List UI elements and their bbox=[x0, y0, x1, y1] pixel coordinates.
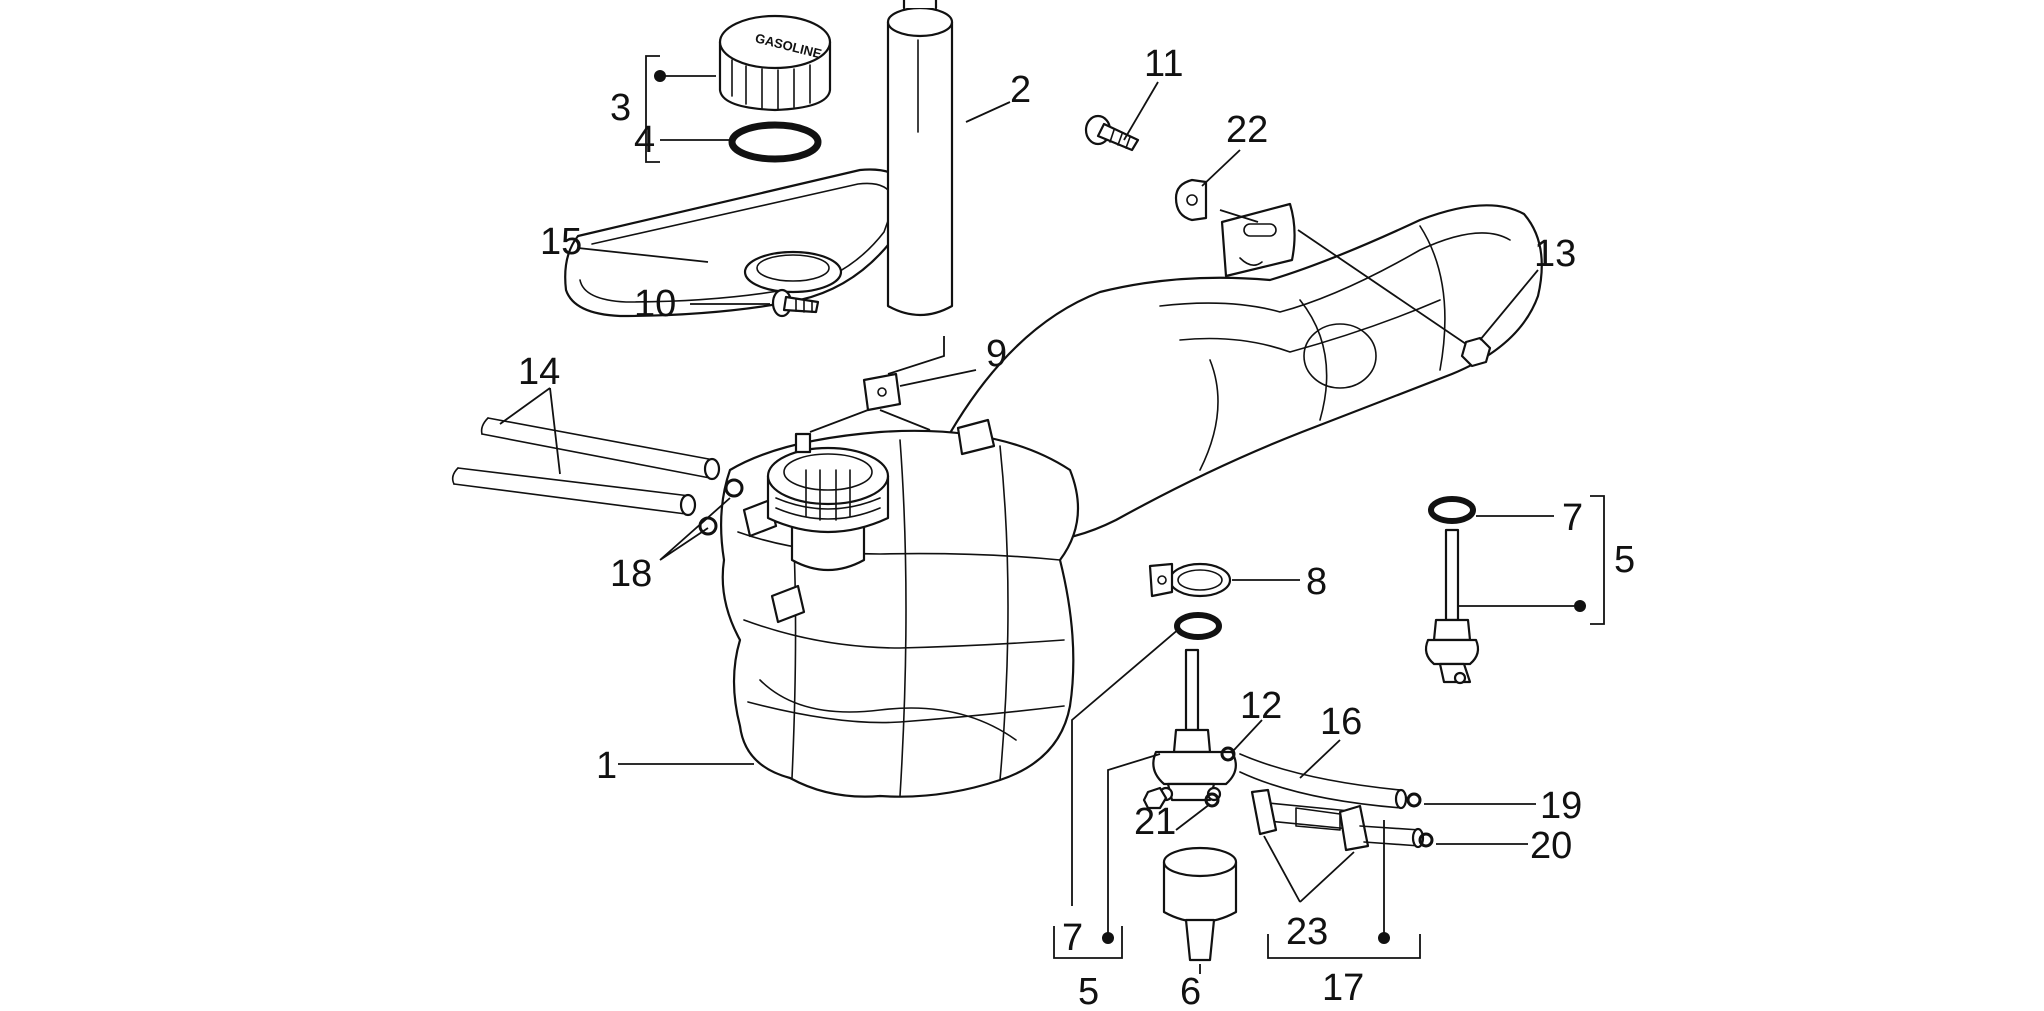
label-21: 21 bbox=[1134, 801, 1176, 843]
fuel-cap: GASOLINE bbox=[718, 14, 832, 112]
hose-clamp-20 bbox=[1418, 832, 1434, 848]
label-19: 19 bbox=[1540, 785, 1582, 827]
o-ring-7-upper bbox=[1428, 496, 1476, 524]
label-10: 10 bbox=[634, 283, 676, 325]
fuel-filter-23 bbox=[1250, 788, 1425, 852]
label-3: 3 bbox=[610, 87, 631, 129]
filler-tray bbox=[564, 168, 912, 318]
bolt-11 bbox=[1084, 114, 1140, 152]
label-5-lower: 5 bbox=[1078, 971, 1099, 1011]
label-14: 14 bbox=[518, 351, 560, 393]
label-15: 15 bbox=[540, 221, 582, 263]
label-8: 8 bbox=[1306, 561, 1327, 603]
label-20: 20 bbox=[1530, 825, 1572, 867]
callout-dots bbox=[654, 70, 1586, 944]
label-23: 23 bbox=[1286, 911, 1328, 953]
part-labels: 3 4 2 15 10 9 14 18 1 11 22 13 8 7 5 12 … bbox=[518, 43, 1635, 1011]
hose-clamp-8 bbox=[1148, 562, 1232, 598]
label-6: 6 bbox=[1180, 971, 1201, 1011]
label-9: 9 bbox=[986, 333, 1007, 375]
label-22: 22 bbox=[1226, 109, 1268, 151]
leader-lines bbox=[499, 55, 1605, 974]
label-11: 11 bbox=[1144, 43, 1183, 85]
small-nut-21 bbox=[1142, 786, 1220, 810]
nut-13 bbox=[1460, 336, 1492, 368]
label-2: 2 bbox=[1010, 69, 1031, 111]
clip-22 bbox=[1174, 178, 1208, 222]
fuel-tank bbox=[720, 202, 1543, 798]
label-7-lower: 7 bbox=[1062, 917, 1083, 959]
hose-clamp-19 bbox=[1406, 792, 1422, 808]
label-16: 16 bbox=[1320, 701, 1362, 743]
label-4: 4 bbox=[634, 119, 655, 161]
filler-tube bbox=[886, 0, 954, 316]
label-5-upper: 5 bbox=[1614, 539, 1635, 581]
label-17: 17 bbox=[1322, 967, 1364, 1009]
label-7-upper: 7 bbox=[1562, 497, 1583, 539]
fuel-cock-lower bbox=[1152, 648, 1237, 802]
label-12: 12 bbox=[1240, 685, 1282, 727]
breather-hoses bbox=[451, 417, 721, 517]
screw-10 bbox=[771, 288, 820, 318]
clip-9 bbox=[862, 372, 902, 412]
label-1: 1 bbox=[596, 745, 617, 787]
cap-o-ring bbox=[728, 121, 822, 163]
fuel-hose-16 bbox=[1239, 753, 1408, 810]
label-13: 13 bbox=[1534, 233, 1576, 275]
o-ring-7-lower bbox=[1174, 612, 1222, 640]
label-18: 18 bbox=[610, 553, 652, 595]
small-clamp-12 bbox=[1220, 746, 1236, 762]
holder-6 bbox=[1162, 846, 1238, 962]
fuel-cock-upper bbox=[1424, 528, 1480, 685]
